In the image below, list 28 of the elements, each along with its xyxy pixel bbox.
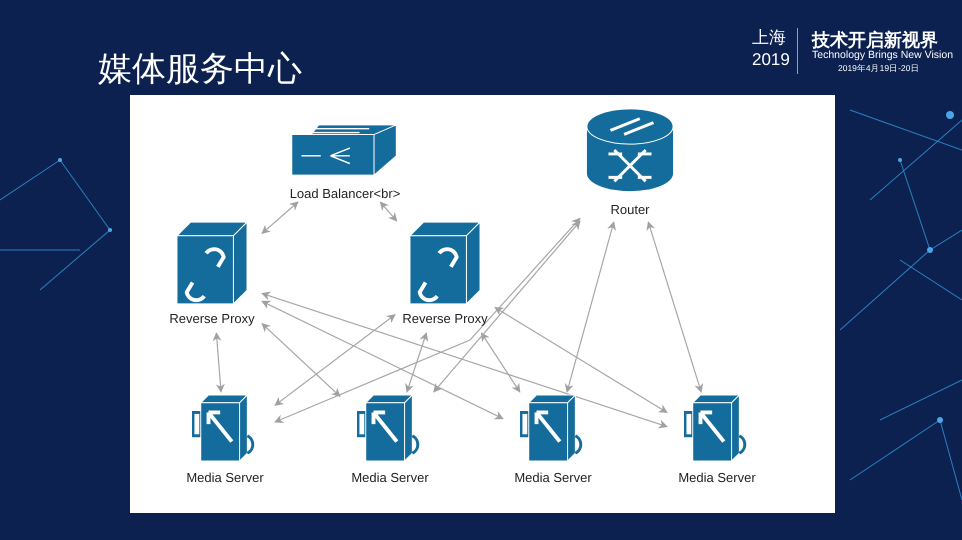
arrow bbox=[274, 218, 581, 423]
node-label: Reverse Proxy bbox=[401, 311, 489, 326]
city-text: 上海 bbox=[752, 27, 786, 49]
slogan-text: Technology Brings New Vision bbox=[812, 49, 954, 61]
arrow bbox=[646, 221, 704, 393]
arrow bbox=[274, 314, 396, 406]
arrow bbox=[261, 322, 341, 398]
arrow bbox=[261, 201, 299, 234]
arrow bbox=[480, 332, 520, 393]
slide-title: 媒体服务中心 bbox=[98, 49, 302, 90]
node-label: Media Server bbox=[350, 470, 430, 485]
arrow bbox=[433, 220, 581, 393]
node-label: Load Balancer<br> bbox=[288, 186, 402, 201]
year-text: 2019 bbox=[752, 50, 790, 70]
node-label: Media Server bbox=[185, 470, 265, 485]
date-text: 2019年4月19日-20日 bbox=[838, 63, 920, 75]
arrow bbox=[261, 300, 504, 420]
arrow bbox=[261, 292, 668, 428]
arrow bbox=[380, 201, 398, 222]
arrow bbox=[212, 332, 225, 393]
node-label: Router bbox=[609, 202, 651, 217]
arrow bbox=[494, 306, 668, 414]
node-label: Media Server bbox=[677, 470, 757, 485]
arrow bbox=[405, 332, 428, 393]
slogan-text: 技术开启新视界 bbox=[812, 29, 938, 50]
arrow bbox=[564, 221, 616, 393]
node-label: Reverse Proxy bbox=[168, 311, 256, 326]
node-label: Media Server bbox=[513, 470, 593, 485]
